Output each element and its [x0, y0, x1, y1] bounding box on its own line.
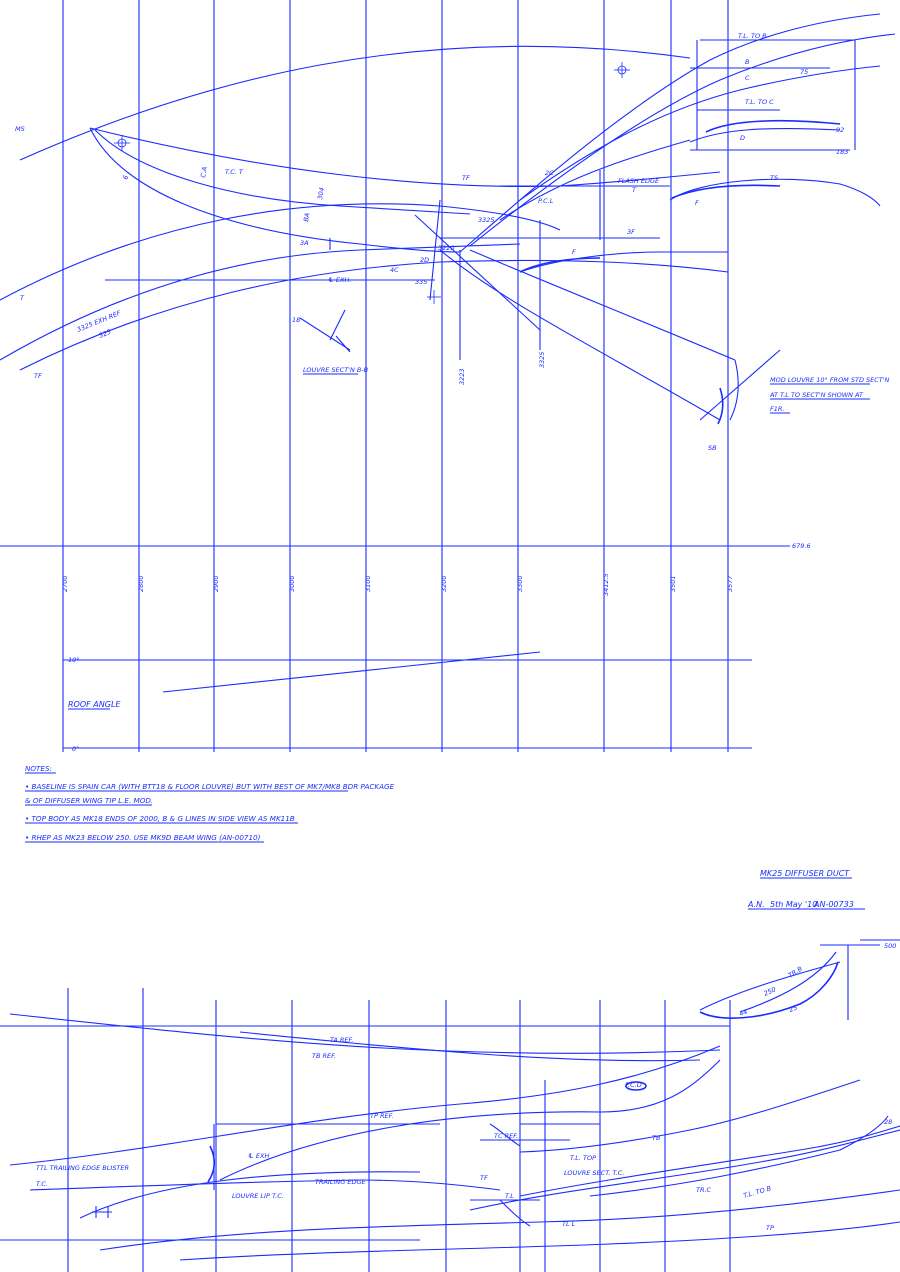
- label-pcl: P.C.L: [538, 197, 554, 205]
- label-tc-t: T.C. T: [225, 168, 244, 176]
- label-side-tf-left: TF: [34, 372, 42, 380]
- side-tf: TF: [480, 1174, 488, 1182]
- station-1: 2800: [137, 575, 145, 592]
- side-view-geometry: [0, 939, 900, 1272]
- label-dim-6: 6: [121, 174, 130, 181]
- label-left-edge: MS: [15, 125, 25, 133]
- notes-block: NOTES: • BASELINE IS SPAIN CAR (WITH BTT…: [25, 764, 395, 843]
- side-tc-right: TR.C: [696, 1186, 712, 1194]
- station-9: 3577: [726, 575, 734, 592]
- label-dim-183: 183: [836, 148, 848, 156]
- roof-angle: 10° 0° ROOF ANGLE: [68, 651, 541, 753]
- label-dim-3a: 3A: [300, 239, 309, 247]
- label-side-ba: BA: [302, 212, 311, 222]
- title-block: MK25 DIFFUSER DUCT A.N. 5th May '10 AN-0…: [747, 869, 865, 910]
- roof-angle-label: ROOF ANGLE: [68, 700, 121, 709]
- label-dim-304: 304: [316, 187, 326, 201]
- label-side-t: T: [632, 186, 637, 194]
- note-line-3: • TOP BODY AS MK18 ENDS OF 2000, B & G L…: [25, 814, 295, 823]
- label-side-f-top: F: [695, 199, 699, 207]
- label-side-b: B: [745, 58, 750, 66]
- note-line-2: & OF DIFFUSER WING TIP L.E. MOD.: [25, 796, 153, 805]
- roof-angle-bottom: 0°: [72, 745, 79, 753]
- label-tl-c: T.L. TO C: [745, 98, 774, 106]
- label-cl-exh: ℄ EXH.: [328, 276, 351, 284]
- label-side-t-left: T: [20, 294, 25, 302]
- station-4: 3100: [364, 575, 372, 592]
- drawing-number: AN-00733: [813, 900, 854, 909]
- side-tp-ref: TP REF.: [370, 1112, 394, 1120]
- note-line-1: • BASELINE IS SPAIN CAR (WITH BTT18 & FL…: [25, 782, 395, 791]
- side-exh: ℄ EXH: [248, 1152, 269, 1160]
- label-dim-325: 3325: [478, 216, 495, 224]
- side-tb-right: TB: [652, 1134, 661, 1142]
- station-2: 2900: [212, 575, 220, 592]
- label-dim-3220: 3220: [438, 244, 455, 252]
- label-side-2c: 2C: [545, 169, 554, 177]
- side-tc-left: T.C.: [36, 1180, 48, 1188]
- label-vert-3223: 3223: [458, 368, 466, 385]
- side-tb-ref: TB REF.: [312, 1052, 336, 1060]
- label-flash-edge: FLASH EDGE: [618, 177, 660, 185]
- side-tl-top: T.L. TOP: [570, 1154, 596, 1162]
- side-floor-blister: TTL TRAILING EDGE BLISTER: [36, 1164, 129, 1172]
- notes-heading: NOTES:: [25, 764, 52, 773]
- reference-value: 679.6: [792, 542, 811, 550]
- station-3: 3000: [288, 575, 296, 592]
- label-dim-2d: 2D: [420, 256, 429, 264]
- side-tp-right: TP: [766, 1224, 774, 1232]
- drawing-title: MK25 DIFFUSER DUCT: [760, 869, 850, 878]
- station-8: 3501: [669, 575, 677, 592]
- label-louvre-section: LOUVRE SECT'N B-B: [303, 366, 369, 374]
- label-side-d: D: [740, 134, 745, 142]
- side-num-28: 28: [884, 1118, 892, 1126]
- side-tc-ref: TC REF.: [494, 1132, 518, 1140]
- station-0: 2700: [61, 575, 69, 592]
- note-line-4: • RHEP AS MK23 BELOW 250. USE MK9D BEAM …: [25, 833, 261, 842]
- station-6: 3300: [516, 575, 524, 592]
- label-side-ca: C.A: [199, 166, 209, 178]
- station-labels: 2700 2800 2900 3000 3100 3200 3300 3412.…: [61, 542, 811, 596]
- side-trailing: TRAILING EDGE: [315, 1178, 367, 1186]
- label-dim-75: 75: [800, 68, 808, 76]
- label-louvre-note-1: MOD LOUVRE 10° FROM STD SECT'N: [770, 376, 890, 384]
- label-side-tf: TF: [462, 174, 470, 182]
- side-pc-d: P.C.D: [625, 1081, 642, 1089]
- label-dim-4c: 4C: [390, 266, 399, 274]
- side-tl-b-r: T.L: [505, 1192, 514, 1200]
- side-ta-ref: TA REF.: [330, 1036, 353, 1044]
- station-5: 3200: [440, 575, 448, 592]
- label-dim-335: 335: [415, 278, 427, 286]
- label-vert-3325: 3325: [538, 351, 546, 368]
- label-dim-18: 18: [292, 316, 300, 324]
- label-tl-b: T.L. TO B: [738, 32, 767, 40]
- side-louvre-tc2: LOUVRE SECT. T.C.: [564, 1169, 624, 1177]
- side-num-44: 44: [738, 1008, 748, 1018]
- station-grid-lines: [62, 0, 856, 752]
- side-tl-l: TL L: [562, 1220, 576, 1228]
- label-dim-92: 92: [836, 126, 844, 134]
- station-7: 3412.5: [602, 573, 610, 596]
- label-side-c: C: [745, 74, 750, 82]
- roof-angle-top: 10°: [68, 656, 80, 664]
- label-dim-3f: 3F: [627, 228, 635, 236]
- top-view-geometry: [0, 13, 896, 425]
- side-louvre-tc: LOUVRE LIP T.C.: [232, 1192, 284, 1200]
- label-louvre-note-2: AT T.L TO SECT'N SHOWN AT: [769, 391, 864, 399]
- side-right-edge: 500: [884, 942, 896, 950]
- label-side-ts: TS: [770, 174, 778, 182]
- label-louvre-note-3: F1R.: [770, 405, 784, 413]
- label-side-sb: SB: [708, 444, 717, 452]
- drawing-date: 5th May '10: [770, 900, 817, 909]
- label-side-f: F: [572, 248, 576, 256]
- side-dim-25: 25: [788, 1004, 799, 1014]
- drawing-author: A.N.: [747, 900, 765, 909]
